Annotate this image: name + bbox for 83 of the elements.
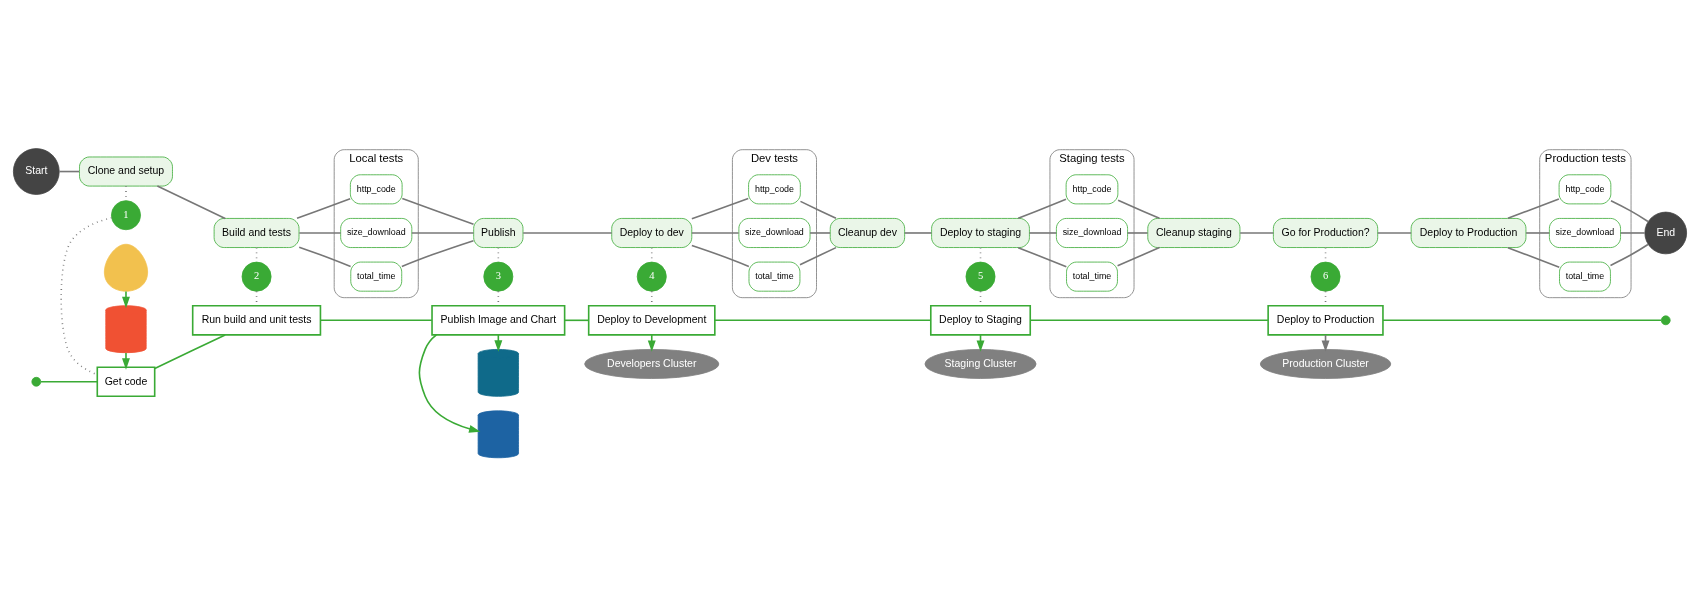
connector [1017,198,1067,219]
node-box: Deploy to Production [1267,304,1384,336]
node-box: total_time [748,261,801,292]
connector [298,245,352,267]
node-circle: 5 [965,261,996,292]
connector [522,231,613,234]
node-box: total_time [1559,261,1611,292]
node-box: Deploy to Production [1410,217,1527,248]
node-box: total_time [350,261,403,292]
connector [1117,199,1161,219]
node-box: http_code [1065,173,1119,204]
node-box: Build and tests [213,217,300,248]
node-box: Publish Image and Chart [431,304,566,336]
connector [1017,246,1068,268]
node-box: size_download [1056,217,1128,248]
connector [809,231,831,234]
node-box: size_download [1549,217,1621,248]
node-circle: Start [12,147,60,195]
connector [58,170,81,172]
connector [296,197,351,219]
connector [401,239,475,267]
connector [1507,246,1561,268]
connector [1028,231,1058,234]
node-box: http_code [748,173,801,204]
node-person [103,243,148,292]
node-box: Clone and setup [79,156,173,186]
node-circle: 1 [111,199,141,230]
connector [1382,319,1662,321]
arrow [647,333,656,352]
connector [319,319,433,321]
connector [799,200,837,219]
node-circle [1660,314,1671,325]
node-box: http_code [1558,173,1612,204]
node-box: http_code [349,173,403,204]
connector [564,319,590,321]
node-box: Cleanup staging [1147,217,1241,248]
node-ellipse: Developers Cluster [584,348,720,379]
node-box: size_download [340,217,413,248]
connector [1619,231,1646,234]
connector [714,319,932,321]
node-box: Deploy to Staging [930,304,1032,336]
node-circle: End [1644,211,1687,254]
node-box: Go for Production? [1273,217,1379,248]
arrow [122,290,130,308]
node-box: Get code [96,365,156,397]
node-box: Cleanup dev [829,217,906,248]
connector [799,246,837,266]
node-box: Publish [473,217,524,248]
node-circle: 2 [241,261,272,292]
node-box: Run build and unit tests [191,304,322,336]
connector [1029,319,1269,321]
connector [1525,231,1551,234]
connector [1609,243,1649,266]
connector [153,333,226,369]
connector [1116,246,1161,267]
node-circle [31,376,42,387]
node-circle: 4 [636,261,667,292]
connector [1610,199,1649,222]
connector [298,231,342,234]
connector [691,197,750,220]
node-circle: 3 [483,261,514,292]
connector [40,380,98,383]
node-ellipse: Staging Cluster [924,348,1037,379]
node-box: Deploy to dev [611,217,693,248]
connector [691,231,740,234]
connector [1377,231,1412,234]
connector [60,216,113,375]
connector [411,231,475,234]
connector [156,184,226,219]
connector [1126,231,1149,234]
connector [691,244,750,267]
connector [401,197,475,225]
connector [903,231,933,234]
node-box: size_download [738,217,811,248]
arrow [122,351,130,370]
node-box: Deploy to staging [931,217,1030,248]
node-box: total_time [1066,261,1118,292]
node-ellipse: Production Cluster [1259,348,1392,379]
connector [1239,231,1275,234]
node-circle: 6 [1310,261,1341,292]
arrow [418,333,481,433]
connector [1507,197,1560,219]
node-box: Deploy to Development [587,304,716,336]
